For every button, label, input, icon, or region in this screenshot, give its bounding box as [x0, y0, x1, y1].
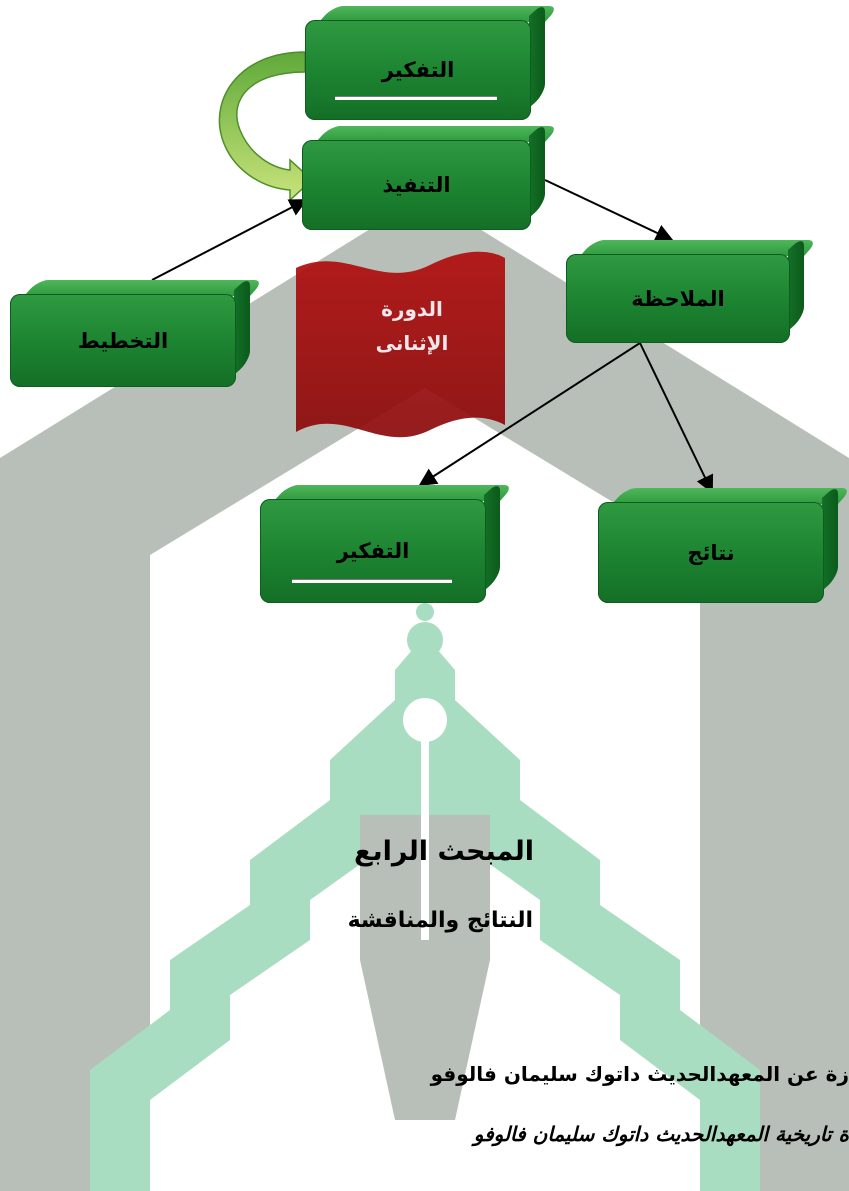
arrow-observation-results [639, 342, 714, 494]
chapter-subtitle: النتائج والمناقشة [347, 908, 533, 933]
arrow-planning-execution [151, 199, 308, 281]
watermark-pen [360, 815, 490, 1120]
node-observation: الملاحظة [566, 235, 819, 343]
node-thinking-top: التفكير [305, 1, 560, 120]
history-line-2: ة تاريخية المعهدالحديث داتوك سليمان فالو… [473, 1122, 849, 1146]
node-thinking-top-label: التفكير [381, 58, 455, 82]
node-planning: التخطيط [10, 275, 265, 387]
node-results: نتائج [598, 483, 849, 603]
cycle-label-line2: الإثنانى [375, 331, 449, 355]
arrow-observation-thinking [418, 342, 641, 486]
curved-arrow [218, 51, 314, 202]
node-planning-label: التخطيط [77, 328, 169, 353]
underline [335, 96, 497, 100]
watermark-hexagon [0, 195, 849, 1191]
node-thinking-bottom: التفكير [260, 480, 515, 603]
node-execution: التنفيذ [302, 121, 560, 230]
node-observation-label: الملاحظة [631, 286, 725, 311]
node-thinking-bottom-label: التفكير [336, 539, 410, 563]
cycle-label: الدورة الإثنانى [352, 292, 472, 360]
history-line-1: زة عن المعهدالحديث داتوك سليمان فالوفو [430, 1062, 849, 1086]
node-execution-label: التنفيذ [382, 173, 451, 197]
cycle-banner-shape [296, 251, 505, 438]
arrow-execution-observation [544, 179, 674, 242]
underline [292, 579, 452, 583]
node-results-label: نتائج [687, 540, 735, 565]
chapter-title: المبحث الرابع [354, 836, 534, 867]
cycle-label-line1: الدورة [381, 297, 443, 321]
